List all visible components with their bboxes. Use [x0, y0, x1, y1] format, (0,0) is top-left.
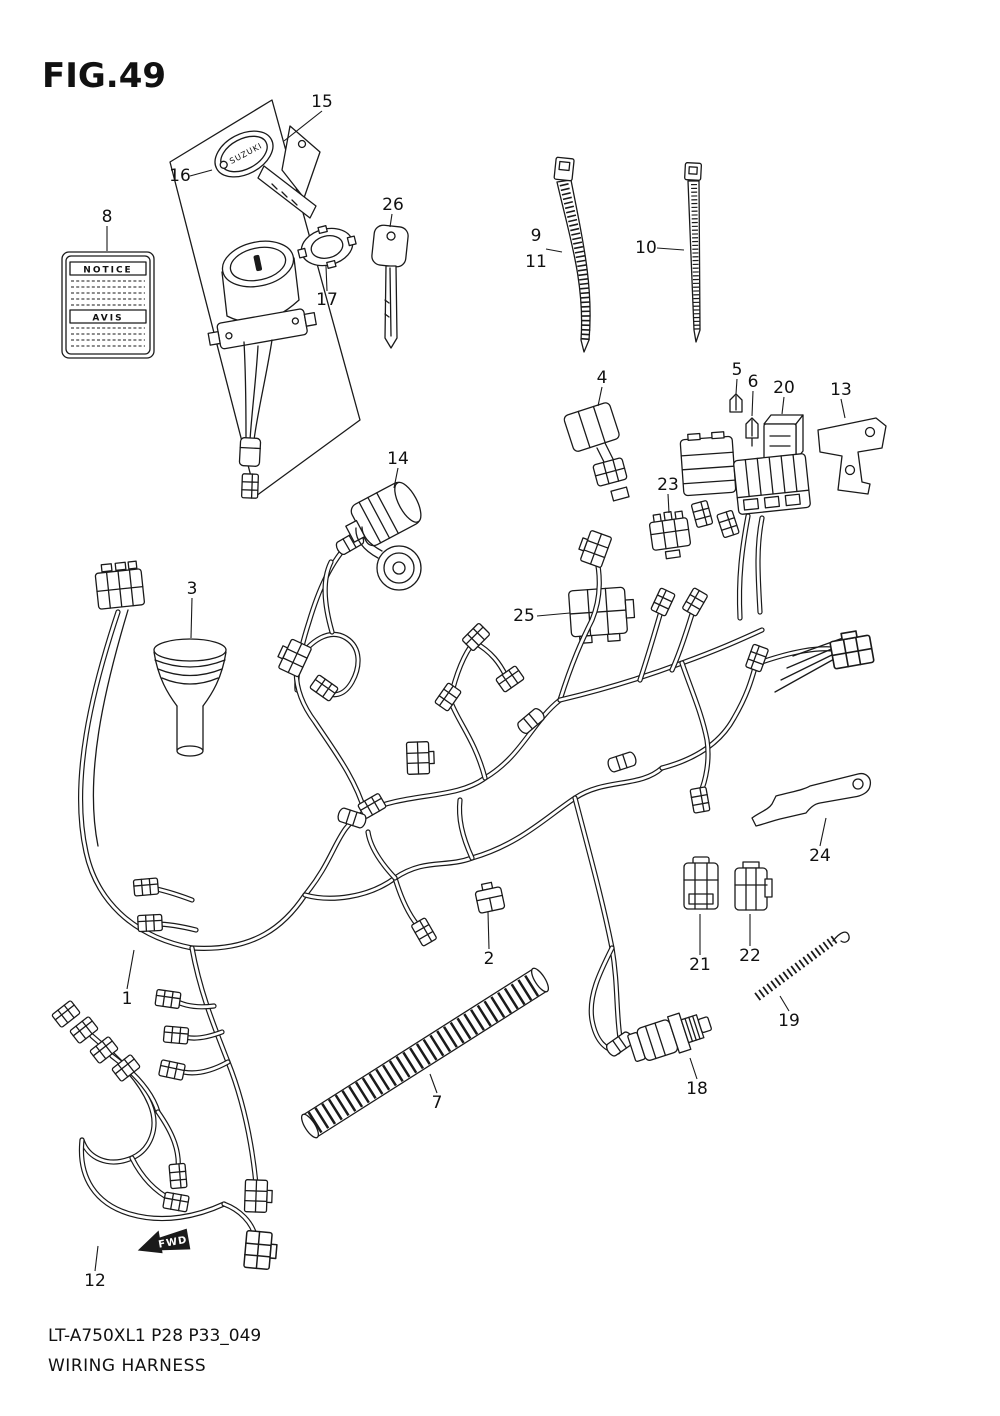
bracket-24 — [751, 772, 872, 827]
part-code: LT-A750XL1 P28 P33_049 — [48, 1326, 262, 1346]
connector-23 — [648, 510, 692, 560]
main-harness — [81, 527, 875, 1214]
mini-fuse-6 — [745, 417, 759, 447]
connector-2 — [474, 881, 506, 914]
blank-key — [371, 224, 409, 349]
connector-25 — [568, 586, 636, 644]
sub-harness: FWD — [50, 999, 279, 1271]
connector-21 — [683, 856, 719, 910]
ignition-switch — [207, 225, 357, 499]
mini-fuse-5 — [729, 393, 743, 413]
harness-main-connector — [94, 560, 146, 610]
figure-title: FIG.49 — [42, 56, 167, 96]
rubber-boot — [153, 638, 227, 757]
cable-tie-small — [684, 162, 703, 343]
pressure-switch — [603, 1012, 712, 1062]
spiral-tube — [300, 967, 550, 1139]
fwd-text: FWD — [158, 1235, 189, 1251]
ignition-key: SUZUKI — [214, 125, 321, 219]
leader-lines — [94, 110, 846, 1272]
fuse-box — [679, 431, 811, 618]
cable-tie-large — [553, 156, 591, 353]
accessory-socket — [297, 481, 422, 690]
fwd-arrow: FWD — [137, 1228, 191, 1254]
caution-label: NOTICE AVIS — [61, 251, 155, 359]
key-set-box — [169, 99, 361, 497]
boot-connector — [563, 402, 630, 502]
bracket-13 — [817, 417, 887, 495]
avis-text: AVIS — [92, 314, 123, 324]
relay — [763, 414, 804, 461]
connector-22 — [734, 861, 773, 911]
figure-caption: WIRING HARNESS — [48, 1356, 207, 1376]
ring-nut — [297, 225, 357, 269]
spring — [754, 931, 850, 1001]
notice-text: NOTICE — [83, 266, 132, 276]
